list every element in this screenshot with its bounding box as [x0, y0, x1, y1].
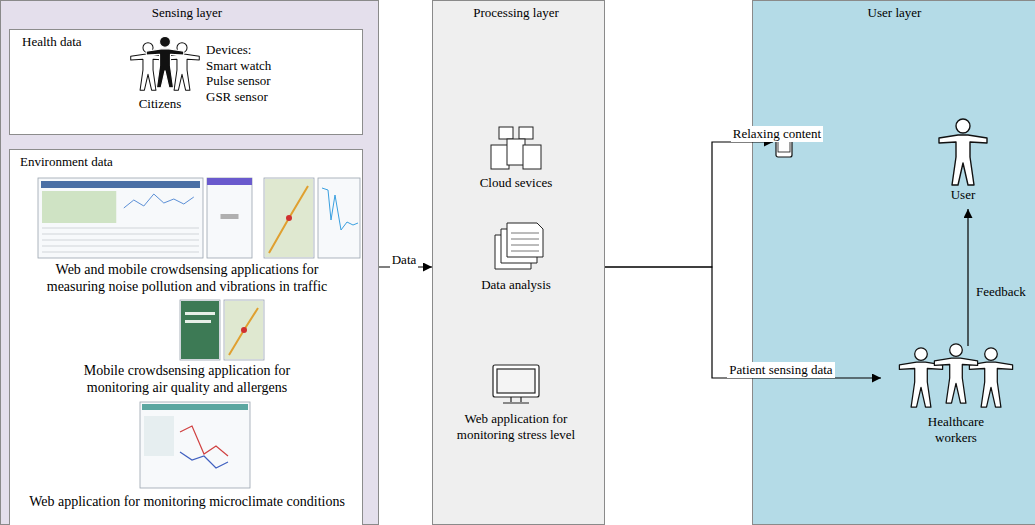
document-icon: [495, 223, 543, 269]
box-heading: Health data: [22, 34, 142, 50]
connector-arrow: [605, 142, 773, 267]
layer-title: Sensing layer: [1, 5, 373, 21]
app-screenshot: [180, 300, 220, 360]
app-screenshot: [318, 178, 360, 258]
edge-label: Patient sensing data: [727, 362, 834, 378]
icon-label: Cloud sevices: [446, 175, 586, 191]
app-screenshot: [38, 178, 203, 258]
monitor-icon: [493, 365, 539, 403]
icon-label: Citizens: [130, 96, 190, 112]
layer-title: Processing layer: [433, 5, 599, 21]
healthcare-workers-actor: Healthcare workers: [881, 346, 1031, 451]
screenshot-caption: Web and mobile crowdsensing applications…: [27, 262, 347, 296]
person-figure: [146, 36, 183, 87]
edge-label: Relaxing content: [731, 126, 823, 142]
app-screenshot: [140, 402, 250, 488]
proc-illustration: [433, 1, 604, 524]
edge-label: Data: [390, 252, 419, 268]
box-heading: Environment data: [20, 154, 180, 170]
person-figure: [899, 348, 942, 407]
connector-arrow: [967, 209, 968, 346]
icon-label: Web application for monitoring stress le…: [446, 411, 586, 442]
app-screenshot: [224, 300, 264, 360]
screenshot-caption: Mobile crowdsensing application for moni…: [67, 363, 307, 397]
edge-label: Feedback: [974, 284, 1028, 300]
app-screenshot: [207, 178, 252, 258]
sensing-layer: Sensing layerHealth dataCitizens Devices:…: [0, 0, 379, 525]
actor-label: Healthcare workers: [916, 414, 996, 445]
actor-label: User: [939, 187, 987, 203]
person-figure: [969, 348, 1012, 407]
device-list: Devices: Smart watch Pulse sensor GSR se…: [206, 42, 282, 104]
connector-arrow: [605, 267, 881, 378]
health-data-box: Health dataCitizens Devices: Smart watch …: [9, 29, 363, 135]
person-figure: [934, 344, 977, 403]
shots-illustration: [10, 150, 362, 525]
server-icon: [491, 127, 541, 169]
app-screenshot: [264, 178, 314, 258]
screenshot-caption: Web application for monitoring microclim…: [17, 494, 357, 511]
layer-title: User layer: [753, 5, 1035, 21]
environment-data-box: Environment dataWeb and mobile crowdsens…: [9, 149, 363, 525]
user-layer: User layerUserHealthcare workers: [752, 0, 1035, 525]
person-figure: [939, 119, 987, 185]
processing-layer: Processing layerCloud sevicesData analys…: [432, 0, 605, 525]
icon-label: Data analysis: [446, 277, 586, 293]
